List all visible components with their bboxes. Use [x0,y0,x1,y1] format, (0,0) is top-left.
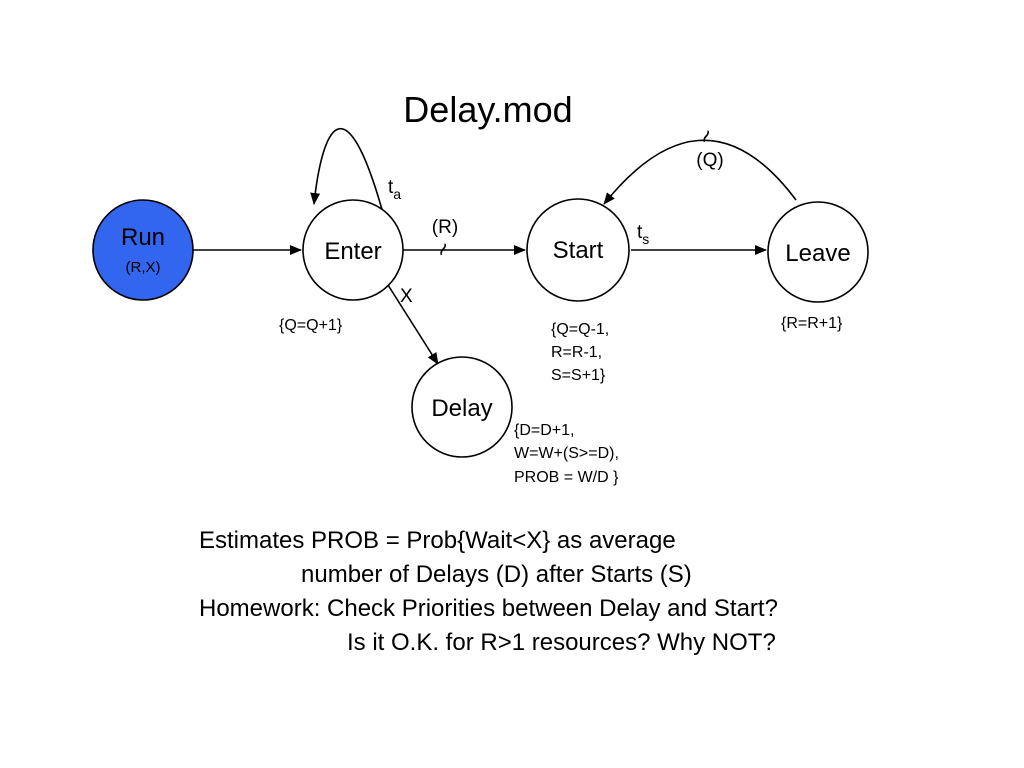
node-start-label: Start [553,237,604,264]
homework-line: Is it O.K. for R>1 resources? Why NOT? [347,629,776,656]
node-delay-label: Delay [431,395,492,422]
leave-start-condition-label: (Q) [696,150,723,171]
slide-title: Delay.mod [403,89,572,130]
explanation-text: Estimates PROB = Prob{Wait<X} as average… [199,527,778,656]
node-delay: Delay [411,356,513,458]
node-run-params: (R,X) [126,259,161,276]
self-loop-delay-label: ta [388,177,401,202]
node-enter-label: Enter [324,238,381,265]
start-leave-delay-subscript: s [642,231,649,247]
enter-start-condition-label: (R) [432,217,458,238]
start-state-change-line: R=R-1, [551,344,602,361]
node-run: Run (R,X) [92,199,194,301]
node-run-label: Run [121,224,165,251]
node-enter-circle [302,199,404,301]
delay-state-change: {D=D+1, W=W+(S>=D), PROB = W/D } [514,422,619,486]
delay-state-change-line: W=W+(S>=D), [514,445,619,462]
start-state-change: {Q=Q-1, R=R-1, S=S+1} [551,321,609,384]
start-state-change-line: {Q=Q-1, [551,321,609,338]
edge-enter-to-delay [387,284,439,365]
enter-start-condition-tilde: ~ [428,238,458,261]
start-leave-delay-label: ts [637,222,649,247]
edge-enter-self-loop [310,127,384,214]
enter-delay-time-label: X [400,286,413,307]
delay-state-change-line: PROB = W/D } [514,469,619,486]
explanation-line: Estimates PROB = Prob{Wait<X} as average [199,527,676,554]
node-leave: Leave [767,201,869,303]
node-start: Start [526,198,630,302]
edges [193,127,797,365]
self-loop-delay-base: t [388,177,394,198]
node-run-circle [92,199,194,301]
delay-state-change-line: {D=D+1, [514,422,574,439]
homework-line: Homework: Check Priorities between Delay… [199,595,778,622]
self-loop-delay-subscript: a [393,186,401,202]
leave-start-condition-tilde: ~ [691,125,721,148]
node-leave-label: Leave [785,240,850,267]
edge-leave-to-start [603,139,797,205]
node-enter: Enter [302,199,404,301]
explanation-line: number of Delays (D) after Starts (S) [301,561,692,588]
start-leave-delay-base: t [637,222,643,243]
node-leave-circle [767,201,869,303]
enter-state-change: {Q=Q+1} [279,317,343,334]
start-state-change-line: S=S+1} [551,367,606,384]
node-start-circle [526,198,630,302]
leave-state-change: {R=R+1} [781,315,843,332]
node-delay-circle [411,356,513,458]
